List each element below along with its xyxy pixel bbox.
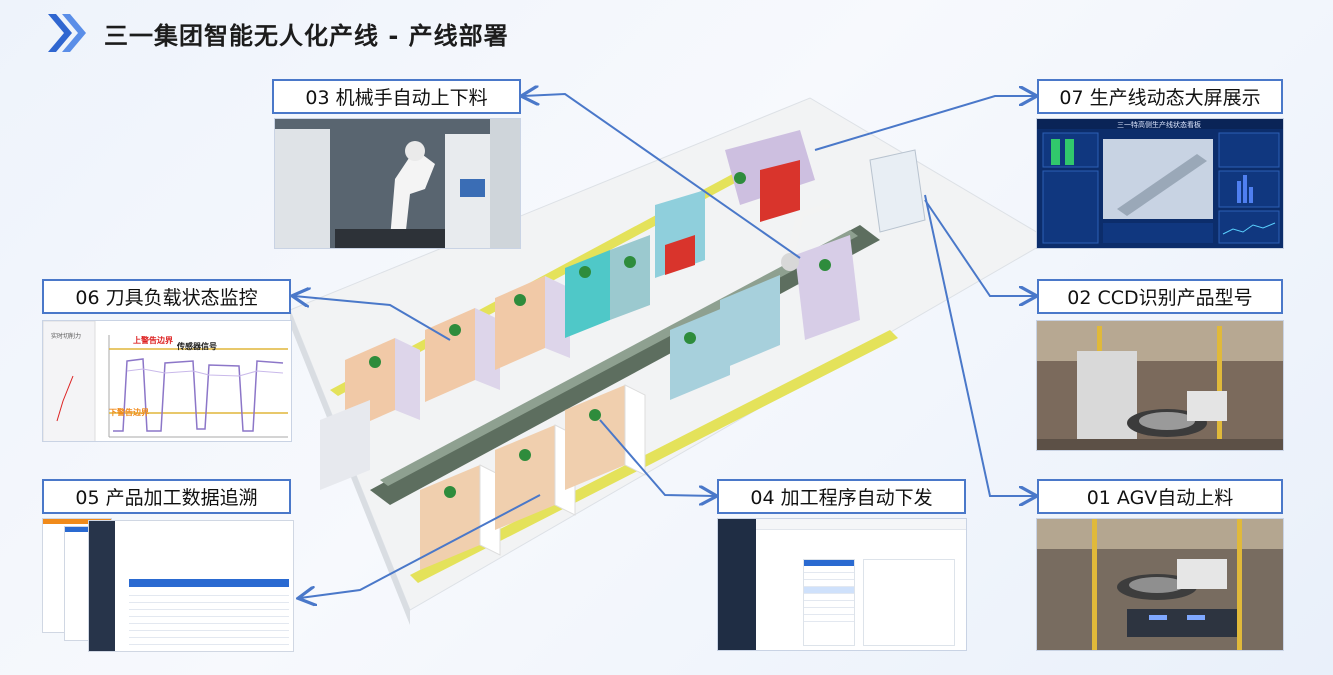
lower-warning-label: 下警告边界 xyxy=(109,408,149,417)
machine-row-bottom xyxy=(420,149,926,570)
photo-program-dispatch xyxy=(717,518,967,651)
photo-agv-feeding xyxy=(1036,518,1284,651)
tool-panel-title: 实时切削力 xyxy=(51,333,82,340)
page-title: 三一集团智能无人化产线 - 产线部署 xyxy=(104,21,509,50)
sensor-signal-label: 传感器信号 xyxy=(177,342,217,351)
page-header: 三一集团智能无人化产线 - 产线部署 xyxy=(48,14,509,52)
photo-tool-load-chart: 实时切削力 上警告边界 传感器信号 下警告边界 xyxy=(42,320,292,442)
photo-robot-arm xyxy=(274,118,521,249)
label-05-data-traceability: 05 产品加工数据追溯 xyxy=(42,479,291,514)
label-03-robot-loading: 03 机械手自动上下料 xyxy=(272,79,521,114)
label-06-tool-load-monitoring: 06 刀具负载状态监控 xyxy=(42,279,291,314)
chevron-right-icon xyxy=(48,14,86,52)
photo-ccd-recognition xyxy=(1036,320,1284,451)
photo-dashboard-screen: 三一特高侧生产线状态看板 xyxy=(1036,118,1284,249)
label-02-ccd-recognition: 02 CCD识别产品型号 xyxy=(1037,279,1283,314)
dashboard-title: 三一特高侧生产线状态看板 xyxy=(1117,121,1201,129)
label-07-dashboard-display: 07 生产线动态大屏展示 xyxy=(1037,79,1283,114)
machine-row-top xyxy=(320,130,815,490)
photo-data-traceability xyxy=(42,518,294,653)
label-04-program-dispatch: 04 加工程序自动下发 xyxy=(717,479,966,514)
label-01-agv-feeding: 01 AGV自动上料 xyxy=(1037,479,1283,514)
upper-warning-label: 上警告边界 xyxy=(133,336,173,345)
